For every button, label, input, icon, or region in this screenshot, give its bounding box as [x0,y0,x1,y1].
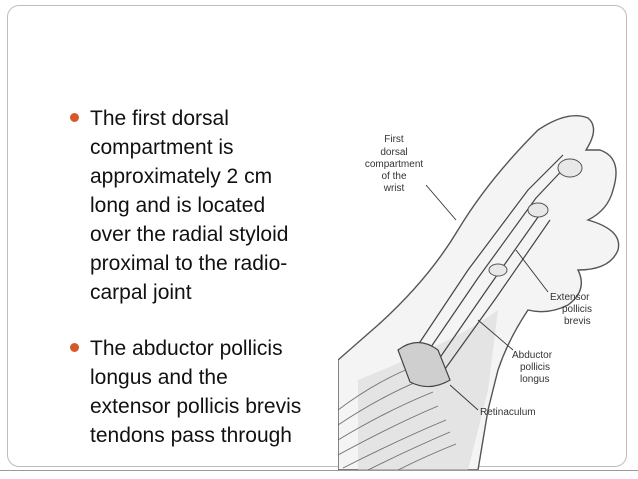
bullet-dot-icon [70,113,79,122]
label-abductor: Abductor [512,350,553,361]
bullet-2-line: longus and the [90,366,228,389]
leader-lines [425,184,549,411]
bullet-item-1: The first dorsal compartment is approxim… [70,104,350,307]
bottom-divider [0,470,638,471]
bullet-2-line: extensor pollicis brevis [90,395,302,418]
hand-shading [358,310,498,470]
bullet-2-line: The abductor pollicis [90,337,283,360]
bullet-1-line: long and is located [90,194,266,217]
bullet-1-line: approximately 2 cm [90,165,273,188]
label-extensor: Extensor [550,292,590,303]
bullet-1-line: proximal to the radio- [90,252,288,275]
label-retinaculum: Retinaculum [480,407,536,418]
label-abductor: longus [520,374,549,385]
bullet-2-line: tendons pass through [90,424,292,447]
label-first-dorsal: wrist [383,183,405,194]
tendons [407,154,571,377]
label-extensor: pollicis [562,304,592,315]
bullet-1-line: compartment is [90,136,234,159]
bullet-item-2: The abductor pollicis longus and the ext… [70,334,350,450]
wrist-anatomy-illustration: First dorsal compartment of the wrist Ex… [338,115,620,470]
label-first-dorsal: dorsal [380,147,407,158]
label-first-dorsal: of the [381,171,406,182]
label-extensor: brevis [564,316,591,327]
bullet-1-line: over the radial styloid [90,223,289,246]
label-first-dorsal: compartment [365,159,424,170]
thumb-bones [488,158,583,277]
bullet-1-line: The first dorsal [90,107,229,130]
label-abductor: pollicis [520,362,550,373]
bullet-dot-icon [70,343,79,352]
retinaculum-band [397,341,451,388]
bullet-list: The first dorsal compartment is approxim… [70,104,350,450]
bullet-1-line: carpal joint [90,281,192,304]
label-first-dorsal: First [384,134,404,145]
